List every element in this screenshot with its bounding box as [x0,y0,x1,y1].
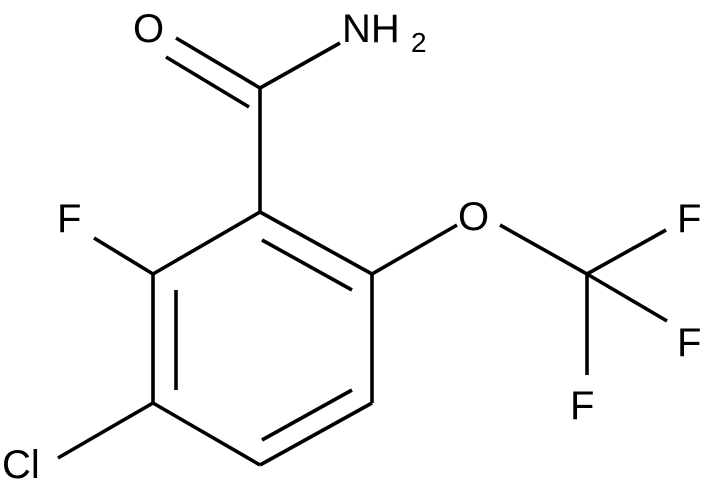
cf3-fluorine-right-label: F [677,321,701,365]
bond-ring-c2-f [93,236,154,276]
carbonyl-oxygen-label: O [133,7,164,51]
chlorine-substituent: Cl [2,401,154,487]
amide-group: O NH 2 [133,7,427,212]
amide-nitrogen-subscript: 2 [411,27,427,58]
bond-carbonyl-c-o-1 [175,36,261,90]
bond-c-f-top [586,228,667,276]
bond-ring-c3-c4 [152,401,261,467]
bond-ring-c6-c1 [259,210,373,276]
chlorine-label: Cl [2,443,40,487]
ortho-fluorine-substituent: F [57,197,154,276]
bond-o-cf3 [499,223,588,276]
trifluoromethoxy-group: O F F F [371,195,701,428]
ether-oxygen-label: O [458,195,489,239]
bond-ring-c6-o [371,223,458,276]
ortho-fluorine-label: F [57,197,81,241]
bond-ring-c3-cl [57,401,154,460]
bond-carbonyl-c-o-2 [165,55,250,109]
cf3-fluorine-top-label: F [677,197,701,241]
double-bond-inner-c4-c5 [261,388,353,442]
benzene-ring [151,210,374,467]
bond-ring-c4-c5 [259,401,373,467]
cf3-fluorine-bottom-label: F [570,384,594,428]
double-bond-inner-c1-c6 [261,238,353,292]
bond-c-f-right [586,272,668,323]
bond-ring-c1-c2 [152,210,261,276]
bond-carbonyl-c-n [259,41,341,90]
amide-nitrogen-label: NH [342,7,400,51]
